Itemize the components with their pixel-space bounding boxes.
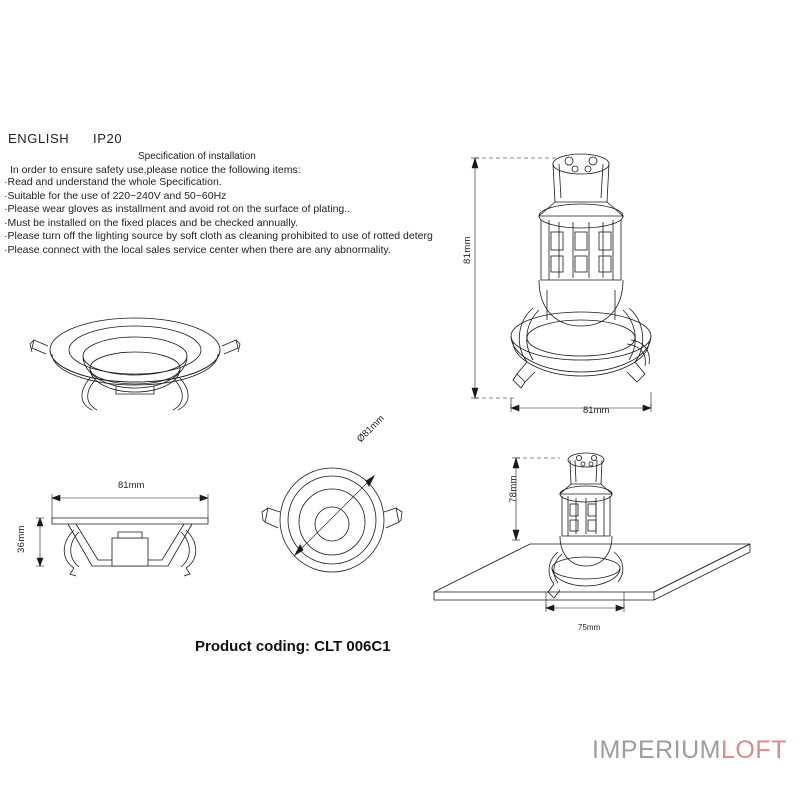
assembly-width-label: 81mm: [583, 405, 610, 416]
assembly-height-label: 81mm: [462, 236, 473, 264]
specification-title: Specification of installation: [138, 151, 256, 162]
language-label: ENGLISH: [8, 131, 70, 146]
ceiling-installation-view: [420, 440, 760, 640]
spec-item: ·Suitable for the use of 220~240V and 50…: [4, 189, 227, 202]
product-coding: Product coding: CLT 006C1: [195, 638, 391, 655]
watermark-imperium: IMPERIUM: [592, 736, 721, 764]
perspective-ring-view: [20, 300, 250, 430]
specification-intro: In order to ensure safety use,please not…: [10, 164, 301, 176]
ip-rating-label: IP20: [93, 131, 123, 146]
spec-item: ·Read and understand the whole Specifica…: [4, 176, 222, 188]
cutout-width-label: 75mm: [578, 623, 601, 632]
watermark-logo: IMPERIUMLOFT: [592, 736, 787, 765]
section-width-label: 81mm: [118, 480, 145, 491]
front-circular-view: [252, 440, 412, 590]
section-height-label: 36mm: [16, 525, 27, 553]
watermark-loft: LOFT: [721, 736, 787, 764]
spec-item: ·Please turn off the lighting source by …: [4, 230, 433, 243]
spec-item: ·Must be installed on the fixed places a…: [4, 216, 298, 229]
specification-list: ·Read and understand the whole Specifica…: [4, 176, 433, 258]
ceiling-depth-label: 78mm: [508, 475, 519, 503]
assembly-with-lamp-view: [455, 140, 685, 430]
cross-section-view: [30, 480, 230, 590]
spec-item: ·Please wear gloves as installment and a…: [4, 203, 351, 216]
spec-item: ·Please connect with the local sales ser…: [4, 243, 391, 256]
